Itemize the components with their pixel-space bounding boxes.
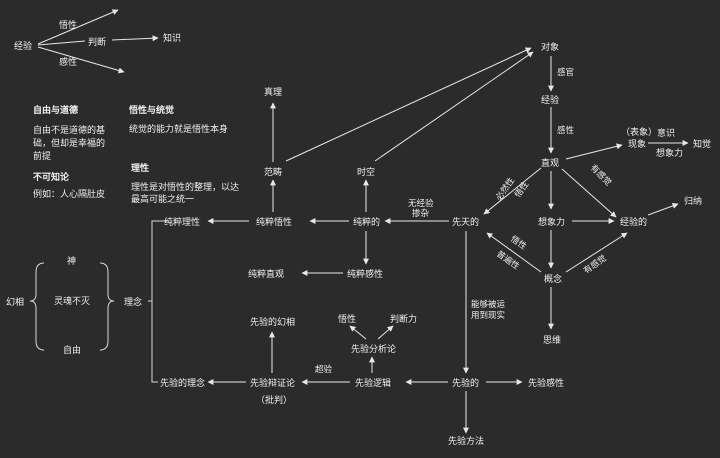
edge-concept-empirical: [565, 232, 628, 273]
label-sensibility-edge2: 有感觉: [581, 253, 609, 277]
node-empirical: 经验的: [620, 216, 647, 228]
node-sensibility2: 感性: [557, 125, 575, 136]
note-understanding-unity-title: 悟性与统觉: [129, 104, 174, 116]
note-reason-line1: 理性是对悟性的整理，以达: [131, 181, 239, 193]
label-apply-2: 用到现实: [471, 310, 505, 321]
node-understanding3: 悟性: [338, 313, 356, 325]
note-freedom-morality-line1: 自由不是道德的基: [33, 124, 105, 136]
node-dialectic: 先验辩证论: [250, 377, 295, 389]
node-representation: （表象）: [621, 126, 657, 138]
label-understanding-edge2: 悟性: [508, 233, 529, 252]
node-thought: 思维: [543, 334, 561, 346]
brace-idea: [151, 220, 168, 383]
node-judgment: 判断: [88, 36, 106, 48]
node-method: 先验方法: [448, 435, 484, 447]
nodes: 经验 悟性 判断 知识 感性 对象 感官 经验 感性 直观 （表象） 现象 意识…: [6, 19, 711, 447]
node-illusion: 幻相: [6, 296, 24, 308]
node-imagination-r: 想象力: [656, 147, 683, 159]
brace-left: [29, 262, 45, 351]
node-transcendental-illusion: 先验的幻相: [250, 316, 295, 328]
note-unknowable-title: 不可知论: [33, 171, 70, 183]
edge-labels: 必然性 悟性 有感觉 无经验 掺杂 悟性 普遍性 有感觉 能够被运 用到现实 超…: [315, 162, 614, 375]
edge-concept-apriori: [486, 232, 542, 273]
node-logic: 先验逻辑: [355, 377, 391, 389]
edge-judgment-knowledge: [111, 35, 159, 42]
node-soul: 灵魂不灭: [54, 295, 90, 307]
node-transcendental-idea: 先验的理念: [160, 377, 205, 389]
node-induction: 归纳: [684, 195, 702, 207]
node-pure: 纯粹的: [353, 216, 380, 228]
edge-experience-sensibility: [37, 46, 125, 74]
node-freedom: 自由: [63, 344, 81, 356]
brace-right: [99, 262, 115, 351]
edge-spacetime-object: [374, 51, 534, 162]
edge-experience-judgment: [37, 40, 86, 46]
edge-experience-understanding: [37, 9, 119, 45]
note-understanding-unity-line1: 统觉的能力就是悟性本身: [129, 123, 228, 135]
node-judgment-power: 判断力: [390, 313, 417, 325]
node-pure-understanding: 纯粹悟性: [256, 216, 292, 228]
note-freedom-morality-title: 自由与道德: [33, 104, 78, 116]
node-pure-sensibility: 纯粹感性: [347, 268, 383, 280]
node-experience: 经验: [14, 40, 32, 52]
node-category: 范畴: [264, 166, 282, 178]
note-freedom-morality-line3: 前提: [33, 150, 51, 162]
label-transcend: 超验: [315, 364, 333, 375]
node-sensibility: 感性: [59, 56, 77, 68]
node-senses: 感官: [557, 67, 574, 78]
node-analytic: 先验分析论: [351, 343, 396, 355]
label-sensibility-edge: 有感觉: [588, 162, 614, 188]
node-pure-intuition: 纯粹直观: [248, 268, 284, 280]
label-universality: 普遍性: [494, 248, 522, 272]
edge-category-object: [285, 47, 532, 162]
node-idea: 理念: [124, 296, 142, 308]
node-truth: 真理: [264, 86, 282, 98]
edge-intuition-apriori: [483, 167, 542, 215]
label-necessity: 必然性: [493, 175, 517, 203]
node-imagination: 想象力: [538, 216, 565, 228]
node-critique: （批判）: [256, 394, 292, 406]
label-mixed: 掺杂: [412, 208, 430, 219]
label-apply-1: 能够被运: [471, 299, 506, 310]
node-pure-reason: 纯粹理性: [164, 216, 200, 228]
node-perception: 知觉: [693, 138, 711, 150]
node-spacetime: 时空: [357, 166, 375, 178]
edge-intuition-phenomenon: [565, 143, 623, 160]
node-intuition: 直观: [541, 157, 559, 169]
node-understanding: 悟性: [59, 19, 77, 31]
label-no-experience: 无经验: [408, 198, 434, 209]
node-god: 神: [67, 255, 76, 267]
edges: [29, 9, 689, 434]
node-a-priori: 先天的: [452, 216, 479, 228]
edge-intuition-empirical: [561, 168, 617, 218]
notes: 自由与道德 自由不是道德的基 础，但却是幸福的 前提 不可知论 例如：人心隔肚皮…: [33, 104, 239, 205]
node-phenomenon: 现象: [628, 138, 646, 150]
note-reason-line2: 最高可能之统一: [131, 193, 194, 205]
note-reason-title: 理性: [131, 162, 149, 174]
node-concept: 概念: [544, 273, 562, 285]
node-consciousness: 意识: [657, 127, 675, 139]
node-knowledge: 知识: [163, 32, 181, 44]
node-transcendental-sensibility: 先验感性: [528, 377, 564, 389]
note-freedom-morality-line2: 础，但却是幸福的: [33, 137, 105, 149]
note-unknowable-line1: 例如：人心隔肚皮: [33, 188, 105, 200]
edge-empirical-induction: [647, 203, 679, 216]
edge-analytic-understanding3: [349, 325, 367, 340]
node-transcendental: 先验的: [452, 377, 479, 389]
node-object: 对象: [541, 41, 559, 53]
edge-analytic-judgment: [377, 325, 394, 340]
node-experience2: 经验: [541, 94, 559, 106]
